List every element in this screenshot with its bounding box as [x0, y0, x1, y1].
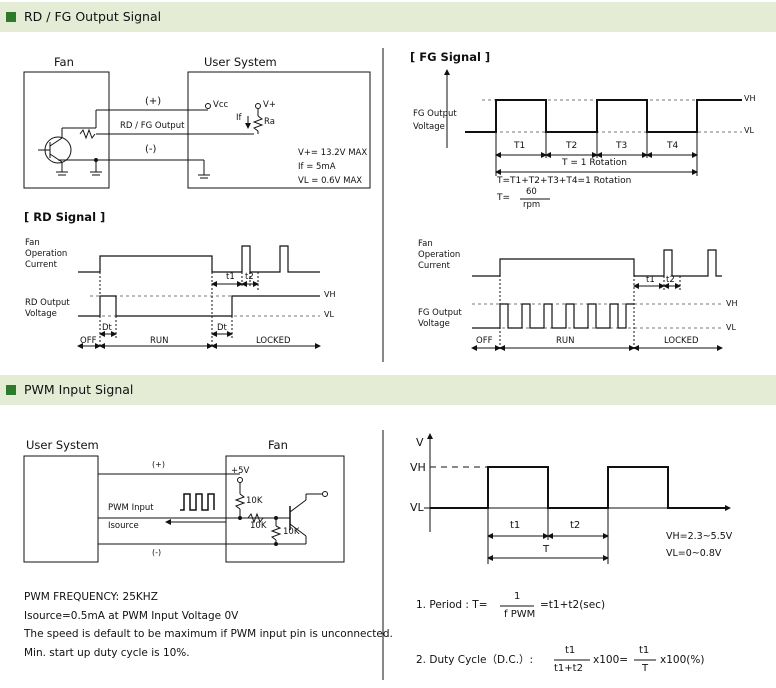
locked-label: LOCKED	[664, 336, 699, 346]
fg-output-voltage-label: Voltage	[413, 122, 445, 132]
dt-label: Dt	[102, 323, 112, 333]
vl-label: VL	[324, 310, 334, 319]
fan-operation-current-label: Operation	[25, 249, 68, 259]
t2-label: T2	[566, 141, 578, 151]
t3-label: T3	[616, 141, 628, 151]
note-startup: Min. start up duty cycle is 10%.	[24, 647, 190, 659]
duty-numerator: t1	[565, 645, 576, 656]
section-bullet-icon	[6, 385, 16, 395]
resistor-label: 10K	[250, 521, 267, 531]
vcc-label: Vcc	[213, 100, 229, 110]
isource-label: Isource	[108, 521, 139, 531]
t2-label: t2	[666, 275, 675, 285]
minus-label: (-)	[152, 548, 162, 557]
user-system-label: User System	[26, 438, 99, 452]
period-denominator: f PWM	[504, 609, 536, 620]
fan-label: Fan	[268, 438, 288, 452]
vh-label: VH	[410, 461, 426, 474]
vh-range-label: VH=2.3~5.5V	[666, 531, 733, 542]
fan-label: Fan	[54, 55, 74, 69]
vl-range-label: VL=0~0.8V	[666, 548, 722, 559]
duty-cycle-label: 2. Duty Cycle（D.C.）:	[416, 654, 534, 666]
section-header-pwm: PWM Input Signal	[0, 375, 776, 405]
rdfg-output-label: RD / FG Output	[120, 121, 185, 131]
t1-label: t1	[646, 275, 655, 285]
off-label: OFF	[80, 336, 97, 346]
vl-label: VL	[744, 126, 754, 135]
t-rotation-label: T = 1 Rotation	[562, 158, 627, 168]
duty-denominator: t1+t2	[554, 663, 583, 674]
run-label: RUN	[150, 336, 169, 346]
vl-label: VL	[410, 501, 424, 514]
duty-numerator: t1	[639, 645, 650, 656]
fan-operation-current-label: Fan	[25, 238, 40, 248]
period-formula-label: 1. Period : T=	[416, 599, 488, 611]
run-label: RUN	[556, 336, 575, 346]
rpm-label: rpm	[523, 200, 541, 210]
t-eq-label: T=	[497, 193, 511, 203]
t1-label: t1	[510, 520, 521, 531]
spec-line-3: VL = 0.6V MAX	[298, 176, 363, 186]
fg-output-voltage-label: Voltage	[418, 319, 450, 329]
resistor-label: 10K	[283, 527, 300, 537]
rd-output-voltage-label: RD Output	[25, 298, 70, 308]
resistor-label: 10K	[246, 496, 263, 506]
locked-label: LOCKED	[256, 336, 291, 346]
note-frequency: PWM FREQUENCY: 25KHZ	[24, 591, 158, 603]
period-rhs: =t1+t2(sec)	[540, 599, 606, 611]
t2-label: t2	[245, 272, 254, 282]
section-header-rdfg: RD / FG Output Signal	[0, 2, 776, 32]
fan-operation-current-label: Operation	[418, 250, 461, 260]
fan-operation-current-label: Current	[418, 261, 450, 271]
rd-output-voltage-label: Voltage	[25, 309, 57, 319]
dt-label: Dt	[217, 323, 227, 333]
plus-label: (+)	[145, 96, 162, 107]
section-title: PWM Input Signal	[24, 382, 134, 397]
spec-line-1: V+= 13.2V MAX	[298, 148, 368, 158]
fan-operation-current-label: Current	[25, 260, 57, 270]
fg-signal-title: [ FG Signal ]	[410, 50, 491, 64]
t1-label: T1	[514, 141, 526, 151]
v5-label: +5V	[231, 466, 250, 476]
period-numerator: 1	[514, 591, 521, 602]
rd-signal-title: [ RD Signal ]	[24, 210, 106, 224]
sixty-label: 60	[526, 187, 537, 197]
fg-output-voltage-label: FG Output	[413, 109, 457, 119]
note-default-speed: The speed is default to be maximum if PW…	[24, 628, 393, 640]
minus-label: (-)	[145, 144, 157, 155]
pwm-input-label: PWM Input	[108, 503, 154, 513]
t2-label: t2	[570, 520, 581, 531]
section-bullet-icon	[6, 12, 16, 22]
duty-multiplier: x100(%)	[660, 654, 705, 666]
vh-label: VH	[744, 94, 756, 103]
off-label: OFF	[476, 336, 493, 346]
ra-label: Ra	[264, 117, 275, 127]
vh-label: VH	[324, 290, 336, 299]
fan-operation-current-label: Fan	[418, 239, 433, 249]
t4-label: T4	[667, 141, 679, 151]
t-sum-label: T=T1+T2+T3+T4=1 Rotation	[497, 176, 632, 186]
period-t-label: T	[543, 544, 550, 555]
t1-label: t1	[226, 272, 235, 282]
vplus-label: V+	[263, 100, 276, 110]
vl-label: VL	[726, 323, 736, 332]
user-system-label: User System	[204, 55, 277, 69]
section-title: RD / FG Output Signal	[24, 9, 162, 24]
duty-multiplier: x100=	[593, 654, 629, 666]
fg-output-voltage-label: FG Output	[418, 308, 462, 318]
plus-label: (+)	[152, 460, 165, 469]
duty-denominator: T	[642, 663, 649, 674]
spec-line-2: If = 5mA	[298, 162, 336, 172]
if-label: If	[236, 113, 242, 123]
vh-label: VH	[726, 299, 738, 308]
note-isource: Isource=0.5mA at PWM Input Voltage 0V	[24, 610, 239, 622]
v-axis-label: V	[416, 436, 424, 449]
